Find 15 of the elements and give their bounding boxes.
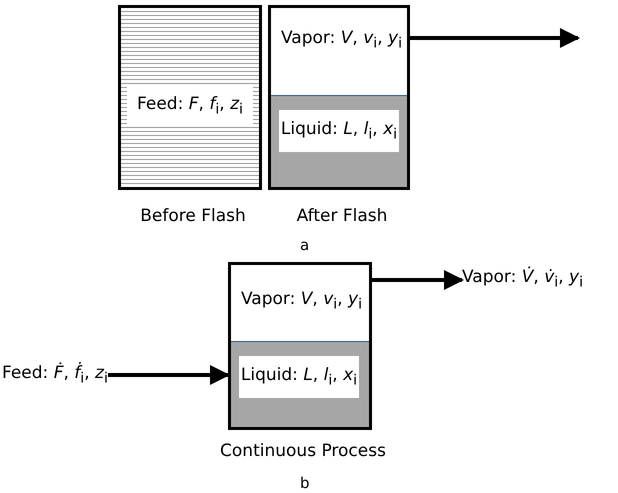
vessel-label: After Flash [296,206,388,226]
liquid-phase-band [231,341,369,427]
vessel-label: Continuous Process [220,441,386,461]
liquid-label: Liquid: L, l$_{i}$, x$_{i}$ [239,356,359,398]
vessel-label: Before Flash [140,206,246,226]
vapor-stream-label: Vapor: V̇, v̇$_{i}$, y$_{i}$ [462,262,584,296]
panel-label: a [300,236,310,254]
feed-label: Feed: F, f$_{i}$, z$_{i}$ [127,86,253,126]
arrow [410,28,580,48]
arrow [108,365,230,385]
liquid-phase-band [271,95,407,187]
arrow [372,270,464,290]
liquid-label: Liquid: L, l$_{i}$, x$_{i}$ [279,110,399,152]
feed-stream-label: Feed: Ḟ, ḟ$_{i}$, z$_{i}$ [2,358,108,392]
panel-label: b [300,474,310,492]
